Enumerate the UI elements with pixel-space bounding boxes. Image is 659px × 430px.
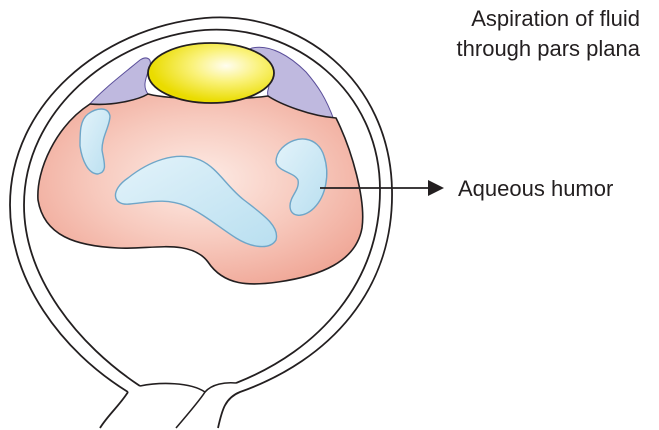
aspiration-label-line1: Aspiration of fluid — [471, 6, 640, 31]
fluid-pocket-left — [79, 108, 111, 175]
fluid-pocket-right — [275, 138, 328, 216]
lens — [147, 42, 275, 104]
sclera-inner — [23, 28, 381, 387]
optic-nerve-right — [175, 391, 206, 429]
sclera-outer — [9, 16, 393, 429]
arrow-right-icon — [428, 180, 444, 196]
aspiration-label-line2: through pars plana — [457, 36, 641, 61]
fluid-pocket-center — [114, 155, 278, 248]
optic-disc — [139, 381, 237, 394]
aqueous-humor-label: Aqueous humor — [458, 176, 613, 201]
optic-nerve — [99, 391, 129, 429]
